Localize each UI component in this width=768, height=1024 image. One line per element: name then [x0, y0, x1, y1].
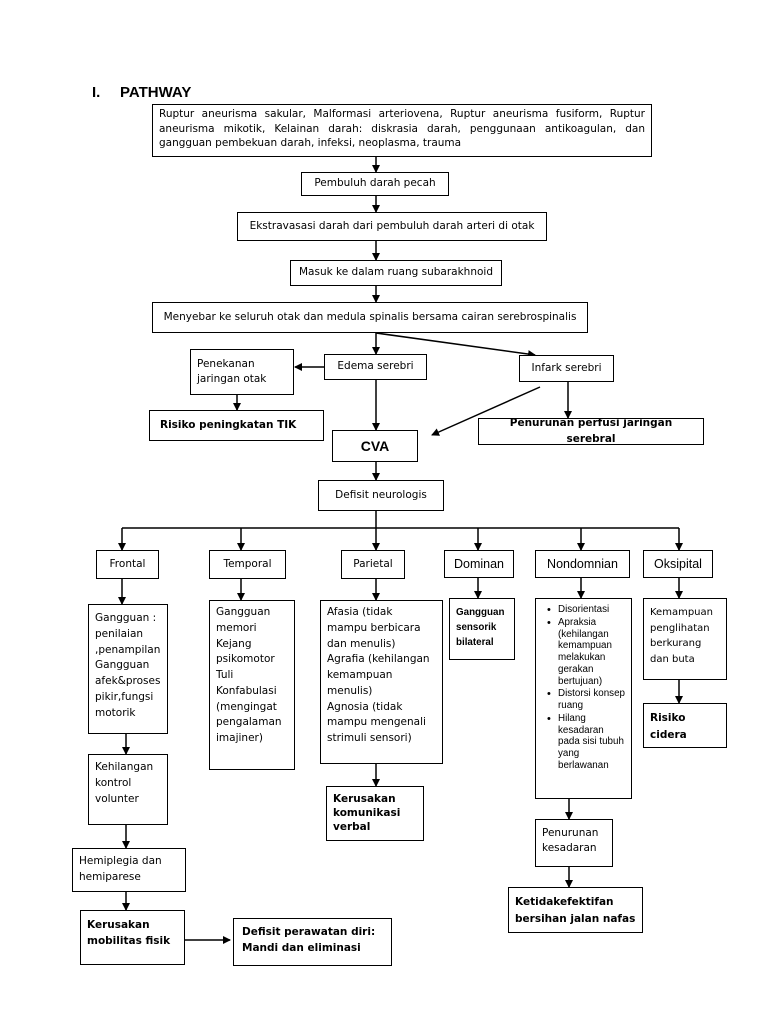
node-dominan: Dominan [444, 550, 514, 578]
node-parietal-effects: Afasia (tidak mampu berbicara dan menuli… [320, 600, 443, 764]
node-temporal: Temporal [209, 550, 286, 579]
node-selfcare: Defisit perawatan diri: Mandi dan elimin… [233, 918, 392, 966]
node-tik-risk: Risiko peningkatan TIK [149, 410, 324, 441]
heading-text: PATHWAY [120, 84, 192, 101]
nondominan-item: Distorsi konsep ruang [547, 688, 627, 712]
node-temporal-effects: Gangguan memori Kejang psikomotor Tuli K… [209, 600, 295, 770]
node-voluntary-loss: Kehilangan kontrol volunter [88, 754, 168, 825]
node-parietal: Parietal [341, 550, 405, 579]
node-verbal: Kerusakan komunikasi verbal [326, 786, 424, 841]
arrow-infarct-cva [431, 386, 541, 436]
nondominan-item: Disorientasi [547, 604, 627, 617]
node-causes: Ruptur aneurisma sakular, Malformasi art… [152, 104, 652, 157]
node-nondominan: Nondomnian [535, 550, 630, 578]
node-subarachnoid: Masuk ke dalam ruang subarakhnoid [290, 260, 502, 286]
node-neuro-deficit: Defisit neurologis [318, 480, 444, 511]
node-airway: Ketidakefektifan bersihan jalan nafas [508, 887, 643, 933]
nondominan-item: Apraksia (kehilangan kemampuan melakukan… [547, 617, 627, 688]
node-consciousness: Penurunan kesadaran [535, 819, 613, 867]
node-oksipital-effects: Kemampuan penglihatan berkurang dan buta [643, 598, 727, 680]
node-dominan-effects: Gangguan sensorik bilateral [449, 598, 515, 660]
node-mobility: Kerusakan mobilitas fisik [80, 910, 185, 965]
page-title: I. PATHWAY [92, 84, 191, 101]
node-spread: Menyebar ke seluruh otak dan medula spin… [152, 302, 588, 333]
node-frontal: Frontal [96, 550, 159, 579]
node-injury: Risiko cidera [643, 703, 727, 748]
arrow-spread-infarct [375, 332, 536, 359]
node-pressure: Penekanan jaringan otak [190, 349, 294, 395]
heading-number: I. [92, 84, 101, 101]
node-hemiplegia: Hemiplegia dan hemiparese [72, 848, 186, 892]
node-frontal-effects: Gangguan : penilaian ,penampilan Ganggua… [88, 604, 168, 734]
nondominan-item: Hilang kesadaran pada sisi tubuh yang be… [547, 713, 627, 772]
node-infarct: Infark serebri [519, 355, 614, 382]
node-extravasation: Ekstravasasi darah dari pembuluh darah a… [237, 212, 547, 241]
node-nondominan-effects: Disorientasi Apraksia (kehilangan kemamp… [535, 598, 632, 799]
node-perfusion: Penurunan perfusi jaringan serebral [478, 417, 704, 445]
node-edema: Edema serebri [324, 354, 427, 380]
node-cva: CVA [332, 430, 418, 462]
node-oksipital: Oksipital [643, 550, 713, 578]
node-vessel-rupture: Pembuluh darah pecah [301, 172, 449, 196]
